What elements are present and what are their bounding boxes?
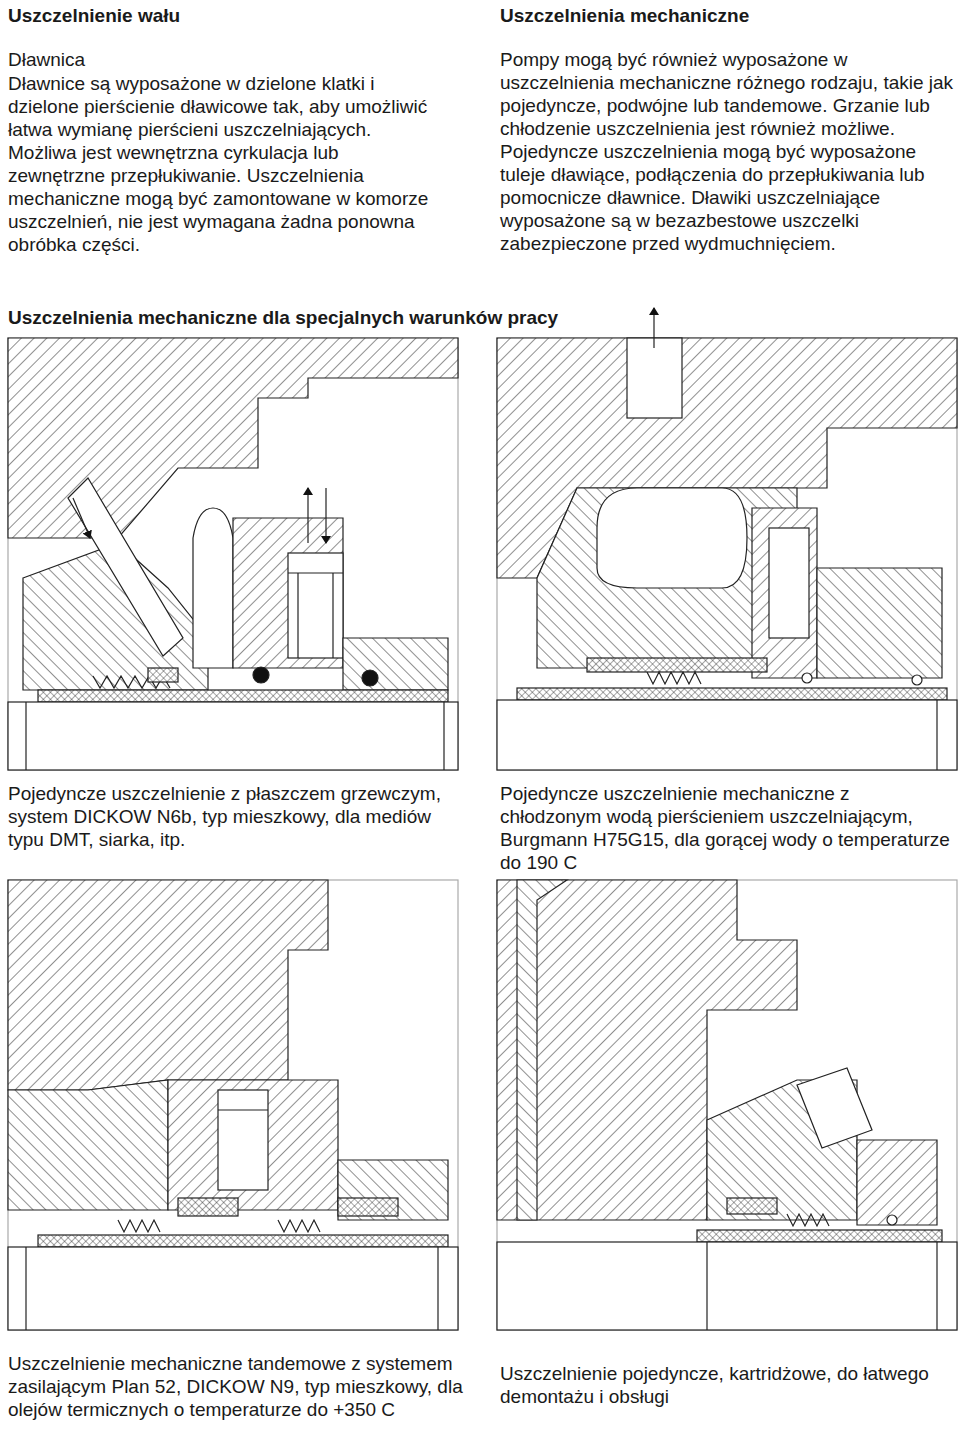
body-text: Dławnice są wyposażone w dzielone klatki…: [8, 72, 440, 256]
plug-thread: [288, 572, 343, 573]
section-heading: Uszczelnienia mechaniczne dla specjalnyc…: [8, 306, 708, 329]
tandem-seal-drawing: [8, 880, 458, 1330]
shaft-edge: [437, 1247, 438, 1330]
section-heading: Uszczelnienia mechaniczne: [500, 4, 955, 27]
shaft-sleeve: [38, 1235, 448, 1247]
body-text: Uszczelnienie pojedyncze, kartridżowe, d…: [500, 1362, 955, 1408]
shaft-sleeve: [38, 690, 448, 702]
pump-casing: [8, 880, 328, 1090]
shaft-edge: [706, 1242, 707, 1330]
seal-ring: [727, 1198, 777, 1214]
shaft-edge: [936, 700, 937, 770]
cartridge-sleeve: [697, 1230, 942, 1242]
o-ring: [887, 1215, 897, 1225]
spring: [647, 672, 701, 684]
seal-ring: [587, 658, 767, 672]
plug-thread: [332, 573, 333, 658]
body-text: Pojedyncze uszczelnienie z płaszczem grz…: [8, 782, 453, 851]
body-text: Uszczelnienie mechaniczne tandemowe z sy…: [8, 1352, 478, 1421]
gland-plate: [168, 1080, 338, 1210]
shaft: [497, 700, 957, 770]
body-text: Pompy mogą być również wyposażone w uszc…: [500, 48, 955, 255]
plug: [288, 553, 343, 658]
cooling-port: [627, 338, 682, 418]
flow-arrow: [73, 498, 90, 538]
flow-arrow: [307, 488, 308, 543]
shaft-edge: [443, 702, 444, 770]
o-ring: [362, 670, 378, 686]
flush-port: [797, 1068, 872, 1148]
flow-arrow: [325, 488, 326, 543]
flange: [817, 568, 942, 678]
plug: [218, 1090, 268, 1190]
flush-bore: [68, 478, 183, 656]
panel-frame: [8, 880, 458, 1330]
seal-chamber: [8, 1080, 168, 1210]
plug-thread: [297, 573, 298, 658]
o-ring: [253, 667, 269, 683]
plug: [769, 528, 809, 638]
flange: [857, 1140, 937, 1225]
seal-ring: [148, 668, 178, 682]
cooling-chamber: [597, 488, 747, 588]
plug-thread: [218, 1109, 268, 1110]
panel-frame: [497, 338, 957, 770]
gland-plate: [752, 508, 817, 678]
shaft: [8, 702, 458, 770]
casing-rib: [517, 880, 567, 1220]
flow-arrow: [653, 308, 654, 348]
panel-frame: [8, 338, 458, 770]
flange: [338, 1160, 448, 1220]
spring: [787, 1214, 829, 1226]
panel-frame: [497, 880, 957, 1330]
shaft: [497, 1242, 957, 1330]
flange: [343, 638, 448, 690]
body-text: Dławnica: [8, 48, 448, 71]
body-text: Pojedyncze uszczelnienie mechaniczne z c…: [500, 782, 955, 874]
shaft-edge: [25, 702, 26, 770]
o-ring: [912, 675, 922, 685]
metal-bellows: [278, 1220, 320, 1232]
shaft-sleeve: [517, 688, 947, 700]
heating-jacket: [193, 508, 233, 668]
shaft: [8, 1247, 458, 1330]
page-title: Uszczelnienie wału: [8, 4, 448, 27]
o-ring: [802, 673, 812, 683]
shaft-edge: [936, 1242, 937, 1330]
metal-bellows: [118, 1220, 160, 1232]
seal-ring: [178, 1198, 238, 1216]
seal-ring: [338, 1198, 398, 1216]
cartridge-seal-drawing: [497, 880, 957, 1330]
cooled-seal-drawing: [497, 308, 957, 770]
shaft-edge: [25, 1247, 26, 1330]
bellows-seal-drawing: [8, 338, 458, 770]
